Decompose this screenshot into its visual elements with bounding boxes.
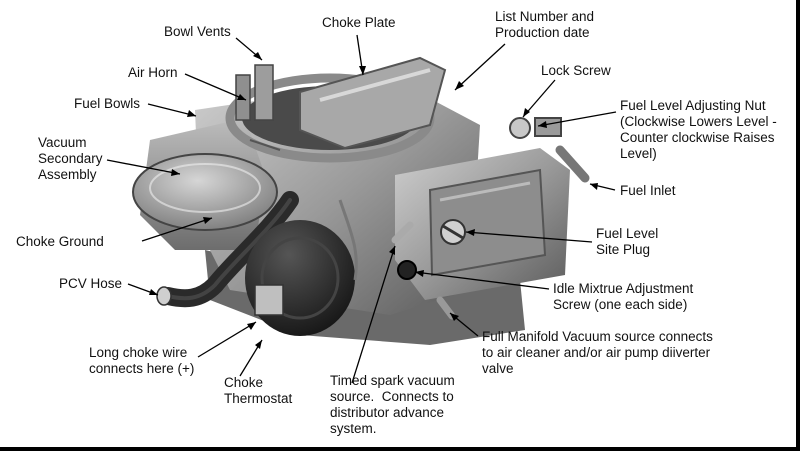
leader-list-number — [454, 43, 506, 91]
label-air-horn: Air Horn — [128, 65, 178, 80]
label-choke-ground: Choke Ground — [16, 234, 104, 249]
label-fuel-level-plug: Fuel Level Site Plug — [596, 226, 659, 257]
label-timed-spark: Timed spark vacuum source. Connects to d… — [330, 373, 455, 436]
vacuum-dome — [132, 153, 278, 231]
label-full-manifold: Full Manifold Vacuum source connects to … — [482, 329, 713, 376]
leader-fuel-level-plug — [465, 231, 593, 243]
label-choke-thermostat: Choke Thermostat — [224, 375, 293, 406]
leader-fuel-level-nut — [537, 111, 617, 127]
leader-long-choke-wire — [197, 321, 257, 358]
leader-choke-ground — [141, 217, 213, 242]
label-lock-screw: Lock Screw — [541, 63, 611, 78]
label-vacuum-secondary: Vacuum Secondary Assembly — [38, 135, 103, 182]
choke-plate-part — [299, 56, 447, 150]
leader-timed-spark — [351, 245, 396, 384]
label-idle-mixture: Idle Mixtrue Adjustment Screw (one each … — [553, 281, 694, 312]
lock-screw-part — [509, 117, 531, 139]
fuel-inlet-part — [555, 145, 590, 183]
label-long-choke-wire: Long choke wire connects here (+) — [89, 345, 195, 376]
bowl-vent-part — [254, 64, 274, 121]
leader-air-horn — [184, 73, 247, 101]
label-bowl-vents: Bowl Vents — [164, 24, 231, 39]
label-pcv-hose: PCV Hose — [59, 276, 123, 291]
label-choke-plate: Choke Plate — [322, 15, 396, 30]
label-list-number: List Number and Production date — [495, 9, 595, 40]
label-fuel-inlet: Fuel Inlet — [620, 183, 676, 198]
idle-screw — [397, 260, 417, 280]
label-fuel-level-nut: Fuel Level Adjusting Nut (Clockwise Lowe… — [620, 98, 777, 161]
leader-idle-mixture — [414, 271, 550, 290]
label-fuel-bowls: Fuel Bowls — [74, 96, 141, 111]
leader-vacuum-secondary — [106, 159, 181, 175]
